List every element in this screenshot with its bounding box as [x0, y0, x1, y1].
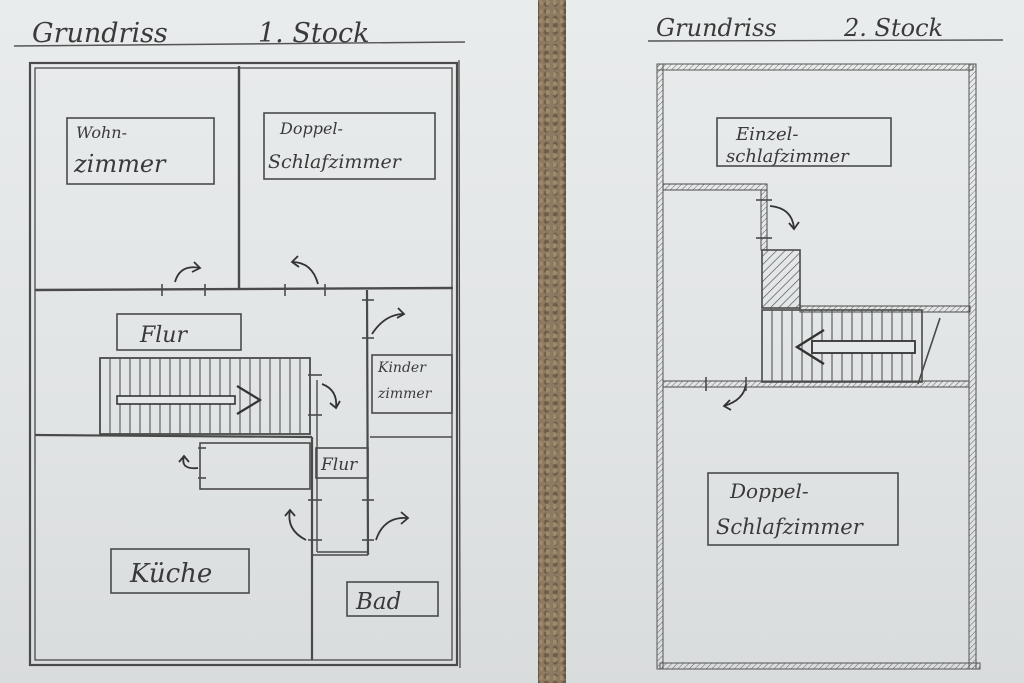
stair-railing — [917, 317, 941, 385]
plan-floor-label: 2. Stock — [843, 14, 943, 42]
room-label-wohnzimmer-1: Wohn- — [76, 123, 127, 142]
room-label-bad: Bad — [355, 589, 401, 615]
room-label-flur: Flur — [139, 323, 188, 348]
door-swing-arrows — [174, 255, 410, 541]
room-label-doppelschlafzimmer-1: Doppel- — [729, 479, 809, 503]
floor-plan-sheet-2nd-floor: Grundriss 2. Stock — [566, 0, 1024, 683]
room-label-frames — [707, 117, 899, 546]
room-label-frames — [66, 112, 453, 617]
plan-title: Grundriss — [32, 18, 168, 49]
room-label-kueche: Küche — [129, 559, 212, 589]
door-ticks — [705, 199, 772, 391]
room-label-wohnzimmer-2: zimmer — [73, 150, 167, 178]
plan-title: Grundriss — [656, 14, 777, 42]
outer-walls — [656, 63, 981, 670]
staircase — [99, 357, 311, 435]
title-underline — [647, 39, 1004, 42]
door-ticks — [161, 284, 374, 541]
room-label-kinderzimmer-1: Kinder — [377, 360, 427, 376]
staircase — [761, 309, 941, 385]
stair-direction-arrow — [116, 385, 263, 415]
room-label-doppelschlafzimmer-2: Schlafzimmer — [716, 515, 865, 539]
room-label-kinderzimmer-2: zimmer — [377, 386, 433, 402]
floor-plan-2nd-floor: Grundriss 2. Stock — [647, 14, 1004, 670]
interior-walls — [34, 66, 454, 660]
floor-plan-sheet-1st-floor: Grundriss 1. Stock — [0, 0, 538, 683]
stair-landing — [761, 249, 801, 309]
room-label-einzelschlafzimmer-1: Einzel- — [735, 124, 798, 145]
room-label-doppelschlafzimmer-1: Doppel- — [279, 119, 343, 138]
stair-direction-arrow — [794, 328, 916, 366]
interior-walls — [662, 183, 971, 388]
room-label-doppelschlafzimmer-2: Schlafzimmer — [268, 151, 403, 173]
room-label-einzelschlafzimmer-2: schlafzimmer — [726, 146, 850, 167]
room-label-flur-small: Flur — [320, 455, 358, 475]
floor-plan-1st-floor: Grundriss 1. Stock — [13, 18, 466, 669]
title-underline — [13, 41, 466, 47]
